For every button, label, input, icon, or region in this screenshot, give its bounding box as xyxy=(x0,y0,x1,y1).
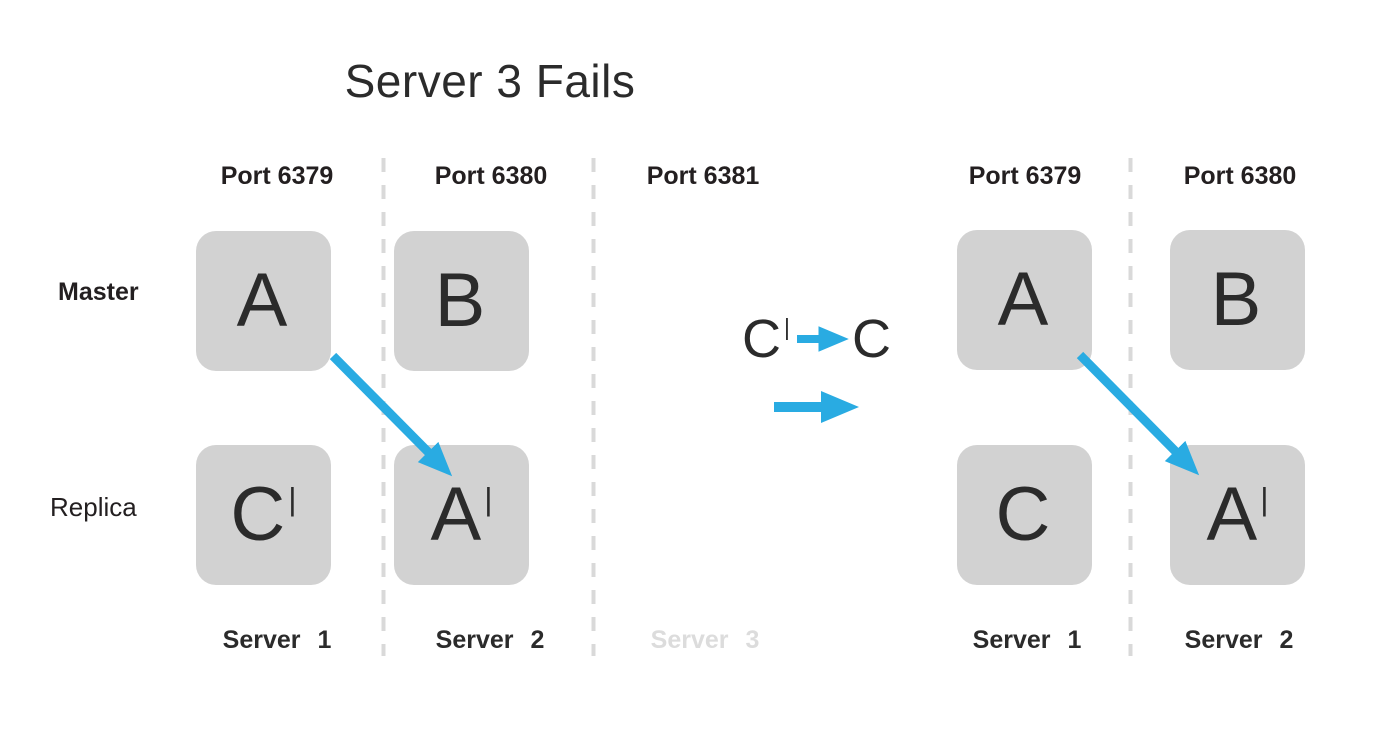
node-label: B xyxy=(1211,262,1265,338)
transition-source-letter: C xyxy=(742,309,781,369)
node-left-replica-server1: C| xyxy=(196,445,331,585)
server-label-right-2: Server 2 xyxy=(1184,626,1294,654)
node-letter: C xyxy=(995,472,1051,557)
node-right-replica-server2: A| xyxy=(1170,445,1305,585)
transition-source-label: C| xyxy=(742,309,790,369)
node-letter: A xyxy=(236,258,288,343)
node-label: A xyxy=(998,262,1052,338)
node-letter: B xyxy=(1210,257,1262,342)
port-header-left-6380: Port 6380 xyxy=(434,162,548,190)
port-header-left-6381: Port 6381 xyxy=(646,162,760,190)
transition-target-letter: C xyxy=(852,309,891,369)
node-left-master-server2: B xyxy=(394,231,529,371)
node-letter: C xyxy=(230,472,286,557)
node-right-master-server2: B xyxy=(1170,230,1305,370)
node-right-master-server1: A xyxy=(957,230,1092,370)
node-label: A| xyxy=(430,472,493,557)
diagram-title: Server 3 Fails xyxy=(344,55,636,107)
server-label-left-2: Server 2 xyxy=(435,626,545,654)
node-label: B xyxy=(435,263,489,339)
port-header-right-6380: Port 6380 xyxy=(1183,162,1297,190)
node-right-replica-server1: C xyxy=(957,445,1092,585)
server-label-right-1: Server 1 xyxy=(972,626,1082,654)
node-letter: B xyxy=(434,258,486,343)
node-left-replica-server2: A| xyxy=(394,445,529,585)
row-label-replica: Replica xyxy=(50,492,137,522)
node-label: C| xyxy=(230,472,297,557)
node-letter: A xyxy=(1206,472,1258,557)
node-left-master-server1: A xyxy=(196,231,331,371)
node-label: C xyxy=(996,477,1054,553)
row-label-master: Master xyxy=(58,278,139,306)
port-header-left-6379: Port 6379 xyxy=(220,162,334,190)
server-label-left-3-failed: Server 3 xyxy=(650,626,760,654)
node-letter: A xyxy=(997,257,1049,342)
replication-arrow-right xyxy=(1076,351,1200,476)
node-label: A| xyxy=(1206,472,1269,557)
node-label: A xyxy=(237,263,291,339)
server-label-left-1: Server 1 xyxy=(222,626,332,654)
port-header-right-6379: Port 6379 xyxy=(968,162,1082,190)
node-letter: A xyxy=(430,472,482,557)
transition-target-label: C xyxy=(852,312,894,366)
